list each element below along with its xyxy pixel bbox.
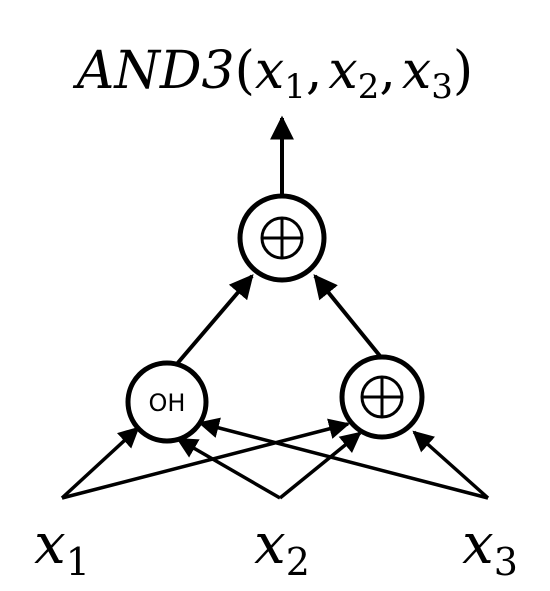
xor-plus-icon	[260, 216, 304, 260]
input-sub-1: 1	[66, 540, 90, 584]
output-sub-1: 1	[284, 67, 306, 107]
output-var-2: x	[328, 41, 357, 101]
comma-2: ,	[379, 41, 396, 101]
output-var-3: x	[402, 41, 431, 101]
input-label-x1: x1	[34, 512, 90, 584]
output-sub-2: 2	[358, 67, 380, 107]
left-oh-node: OH	[125, 360, 209, 444]
edge-left-to-top	[174, 274, 254, 367]
input-label-x3: x3	[462, 512, 518, 584]
input-sub-3: 3	[494, 540, 518, 584]
edge-x2-to-right	[278, 431, 362, 500]
close-paren: )	[453, 41, 473, 101]
input-var-3: x	[462, 512, 494, 577]
input-var-2: x	[254, 512, 286, 577]
edge-x1-to-left	[60, 426, 140, 500]
edge-x2-to-left	[176, 437, 281, 500]
function-name: AND3	[73, 41, 235, 101]
output-label: AND3(x1,x2,x3)	[73, 41, 473, 107]
output-var-1: x	[255, 41, 284, 101]
input-sub-2: 2	[286, 540, 310, 584]
input-label-x2: x2	[254, 512, 310, 584]
input-var-1: x	[34, 512, 66, 577]
output-sub-3: 3	[431, 67, 453, 107]
open-paren: (	[235, 41, 255, 101]
xor-plus-icon	[360, 375, 404, 419]
edge-x3-to-left	[197, 417, 489, 500]
edge-x3-to-right	[412, 430, 490, 500]
edge-right-to-top	[313, 274, 382, 358]
right-xor-node	[339, 354, 425, 440]
oh-label: OH	[149, 389, 186, 417]
edge-x1-to-right	[61, 418, 351, 500]
top-xor-node	[237, 193, 327, 283]
comma-1: ,	[306, 41, 323, 101]
